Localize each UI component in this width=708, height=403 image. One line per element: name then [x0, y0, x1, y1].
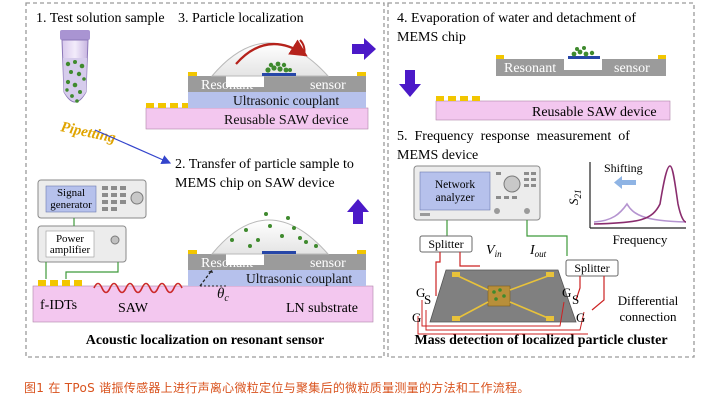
power-amplifier-line2: amplifier [50, 244, 91, 256]
pipetting-arrow [94, 129, 172, 165]
port-g-left-top: G [416, 285, 425, 300]
original-resonance-curve [593, 165, 687, 225]
analyzer-line1: Network [435, 179, 475, 191]
figure-caption: 图1 在 TPoS 谐振传感器上进行声离心微粒定位与聚集后的微粒质量测量的方法和… [24, 381, 530, 395]
port-s-left: S [424, 292, 431, 307]
localization-device: Resonant sensor Ultrasonic couplant Reus… [145, 39, 369, 130]
step4-label-line2: MEMS chip [397, 30, 466, 45]
vin-label: Vin [486, 243, 502, 259]
signal-generator: Signal generator [37, 179, 147, 219]
plot-xlabel: Frequency [613, 232, 668, 247]
splitter-left-label: Splitter [428, 237, 463, 251]
port-s-right: S [572, 292, 579, 307]
test-tube-icon [60, 30, 90, 103]
power-amplifier: Power amplifier [37, 225, 127, 263]
right-sensor-label: sensor [614, 61, 650, 76]
differential-line2: connection [619, 309, 677, 324]
splitter-right-label: Splitter [574, 261, 609, 275]
sensor-label: sensor [310, 78, 346, 93]
sensor-label-bottom: sensor [310, 256, 346, 271]
resonant-label-bottom: Resonant [201, 256, 253, 271]
iout-label: Iout [529, 243, 547, 259]
couplant-label: Ultrasonic couplant [233, 93, 339, 108]
ln-substrate-label: LN substrate [286, 301, 358, 316]
right-saw-device: Reusable SAW device [435, 96, 671, 121]
step4-label-line1: 4. Evaporation of water and detachment o… [397, 11, 636, 26]
arrow-down-icon [399, 70, 421, 97]
plot-shift-label: Shifting [604, 161, 643, 175]
right-resonant-label: Resonant [504, 61, 556, 76]
port-g-right-top: G [562, 285, 571, 300]
right-panel-footer: Mass detection of localized particle clu… [414, 333, 667, 348]
differential-line1: Differential [618, 293, 679, 308]
theta-label: θc [217, 286, 229, 304]
left-panel-frame [25, 2, 385, 358]
arrow-right-icon [352, 38, 376, 60]
left-panel-footer: Acoustic localization on resonant sensor [86, 333, 325, 348]
network-analyzer: Network analyzer [413, 165, 541, 221]
step5-label-line2: MEMS device [397, 148, 478, 163]
step5-label-line1: 5. Frequency response measurement of [397, 129, 630, 144]
step1-label: 1. Test solution sample [36, 11, 165, 26]
arrow-up-icon [347, 199, 369, 224]
step2-label-line1: 2. Transfer of particle sample to [175, 157, 354, 172]
saw-label: SAW [118, 301, 149, 316]
reusable-saw-label: Reusable SAW device [224, 113, 349, 128]
plot-ylabel: S21 [566, 190, 583, 206]
resonant-label: Resonant [201, 78, 253, 93]
shifted-resonance-curve [593, 202, 687, 223]
s21-frequency-plot: S21 Frequency Shifting [566, 161, 687, 247]
couplant-label-bottom: Ultrasonic couplant [246, 271, 352, 286]
saw-device: θc Resonant sensor Ultrasonic couplant [32, 212, 374, 323]
port-g-left-bottom: G [412, 310, 421, 325]
shift-arrow-icon [614, 176, 636, 189]
signal-generator-line2: generator [50, 199, 92, 211]
step2-label-line2: MEMS chip on SAW device [175, 176, 335, 191]
power-amplifier-line1: Power [56, 233, 84, 245]
right-panel-frame [387, 2, 695, 358]
port-g-right-bottom: G [576, 310, 585, 325]
signal-generator-line1: Signal [57, 187, 85, 199]
fidts-label: f-IDTs [40, 298, 77, 313]
pipetting-label: Pipetting [59, 119, 117, 146]
measurement-setup: Splitter Splitter Vin Iout S G G S G [412, 220, 679, 335]
step3-label: 3. Particle localization [178, 11, 304, 26]
right-reusable-label: Reusable SAW device [532, 105, 657, 120]
detached-mems-chip: Resonant sensor [496, 46, 666, 76]
analyzer-line2: analyzer [436, 192, 475, 204]
